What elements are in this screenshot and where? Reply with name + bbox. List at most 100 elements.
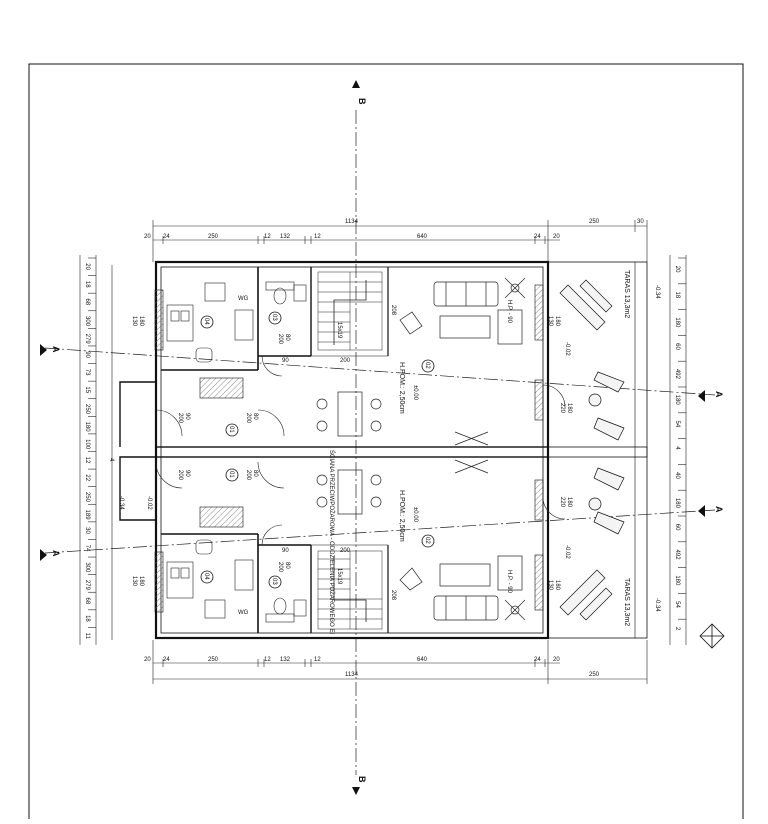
- living-furniture-bottom: [399, 555, 526, 621]
- window-label-living-1: 180130: [547, 316, 560, 327]
- section-marker-b-bottom: B: [352, 776, 367, 795]
- top-chain-6: 640: [417, 234, 428, 240]
- top-overall-dim: 1134: [345, 219, 359, 225]
- stairs-bottom: [317, 550, 383, 630]
- top-terrace-dim: 250: [589, 219, 600, 225]
- top-chain-2: 250: [208, 234, 219, 240]
- door-label-bath-1: 80200: [277, 334, 290, 345]
- height-label-2: H.POM.: 2,50cm: [398, 490, 405, 542]
- right-dim-5: 180: [674, 395, 680, 406]
- bottom-chain-4: 132: [280, 657, 291, 663]
- top-terrace-offset: 30: [637, 219, 644, 225]
- section-lines: [44, 110, 716, 775]
- bottom-chain-0: 20: [144, 657, 151, 663]
- door-label-bath-2: 80200: [277, 562, 290, 573]
- right-dim-0: 20: [674, 266, 680, 273]
- wg-label-1: WG: [238, 296, 249, 302]
- top-chain-0: 20: [144, 234, 151, 240]
- top-chain-8: 20: [553, 234, 560, 240]
- right-dim-8: 40: [674, 472, 680, 479]
- hp-label-top: H.P. - 90: [506, 300, 512, 324]
- room-kitchen-2: 04: [203, 573, 209, 580]
- left-dim-17: 300: [84, 562, 90, 573]
- right-dim-14: 2: [674, 627, 680, 631]
- window-label-kitchen-1: 180130: [131, 316, 144, 327]
- window-label-kitchen-2: 180130: [131, 576, 144, 587]
- stairs-label-top: 15x19: [336, 322, 342, 339]
- level-minus034-bottom: -0.34: [654, 598, 660, 612]
- top-chain-7: 24: [534, 234, 541, 240]
- right-dim-2: 180: [674, 317, 680, 328]
- top-chain-dims: 20 24 250 12 132 12 640 24 20: [144, 234, 560, 240]
- bottom-chain-6: 640: [417, 657, 428, 663]
- right-dim-4: 492: [674, 369, 680, 380]
- left-dim-20: 18: [84, 615, 90, 622]
- window-label-living-2: 180130: [547, 580, 560, 591]
- right-dim-11: 492: [674, 550, 680, 561]
- level-minus002-left: -0.02: [146, 496, 152, 510]
- stairs-label-bottom: 15x19: [336, 568, 342, 585]
- left-dim-4: 279: [84, 334, 90, 345]
- left-dim-14: 189: [84, 510, 90, 521]
- level-minus034-left: -0.34: [118, 496, 124, 510]
- dim-208-bottom: 208: [390, 590, 396, 601]
- level-label-1: ±0.00: [412, 385, 418, 401]
- room-markers: [200, 311, 435, 589]
- window-label-terrace-2: 180220: [559, 497, 572, 508]
- section-label-a-3: A: [714, 391, 724, 398]
- level-minus002-bottom: -0.02: [564, 545, 570, 559]
- right-dim-6: 54: [674, 421, 680, 428]
- right-dim-12: 180: [674, 575, 680, 586]
- left-dim-21: 11: [84, 633, 90, 640]
- right-dim-3: 60: [674, 343, 680, 350]
- left-dim-3: 300: [84, 316, 90, 327]
- left-dim-11: 12: [84, 457, 90, 464]
- right-dimension-lines: [669, 255, 687, 645]
- left-dim-18: 279: [84, 580, 90, 591]
- left-dim-5: 90: [84, 351, 90, 358]
- section-label-a-2: A: [51, 550, 61, 557]
- sheet-border: [28, 63, 744, 824]
- fire-wall-note: ŚCIANA PRZECIWPOŻAROWA - ODDZIELENIA POŻ…: [328, 450, 336, 634]
- north-arrow: [699, 623, 725, 649]
- section-marker-a-left-top: A: [40, 344, 61, 356]
- room-hall-1: 01: [228, 426, 234, 433]
- section-label-a-1: A: [51, 346, 61, 353]
- top-chain-1: 24: [163, 234, 170, 240]
- terrace-label-1: TARAS 13,3m2: [623, 270, 630, 318]
- left-dimension-labels: 2018683002799073152501801001222250189307…: [84, 257, 96, 640]
- bottom-chain-2: 250: [208, 657, 219, 663]
- left-dim-12: 22: [84, 474, 90, 481]
- section-marker-a-left-bottom: A: [40, 549, 61, 561]
- right-dim-9: 180: [674, 498, 680, 509]
- kitchen-furniture: [166, 282, 254, 619]
- left-dim-10: 100: [84, 439, 90, 450]
- left-dimension-lines: [79, 255, 113, 645]
- level-label-2: ±0.00: [412, 507, 418, 523]
- level-minus034-top: -0.34: [654, 285, 660, 299]
- level-minus002-top: -0.02: [564, 342, 570, 356]
- terrace-furniture: [559, 279, 625, 621]
- right-dim-10: 60: [674, 524, 680, 531]
- top-chain-4: 132: [280, 234, 291, 240]
- bottom-overall-dim: 1134: [345, 672, 359, 678]
- bottom-chain-8: 20: [553, 657, 560, 663]
- section-label-b-bottom: B: [357, 776, 367, 783]
- left-dim-8: 250: [84, 404, 90, 415]
- room-living-1: 02: [424, 362, 430, 369]
- bottom-chain-7: 24: [534, 657, 541, 663]
- room-hall-2: 01: [228, 471, 234, 478]
- window-label-terrace-1: 180220: [559, 403, 572, 414]
- stairs-top: [317, 271, 383, 351]
- bottom-chain-dims: 20 24 250 12 132 12 640 24 20: [144, 657, 560, 663]
- right-dim-13: 54: [674, 601, 680, 608]
- room-kitchen-1: 04: [203, 318, 209, 325]
- bottom-chain-5: 12: [314, 657, 321, 663]
- left-dim-0: 20: [84, 263, 90, 270]
- right-dim-7: 4: [674, 446, 680, 450]
- dim-208-top: 208: [390, 305, 396, 316]
- dim-90-bottom: 90: [282, 548, 289, 554]
